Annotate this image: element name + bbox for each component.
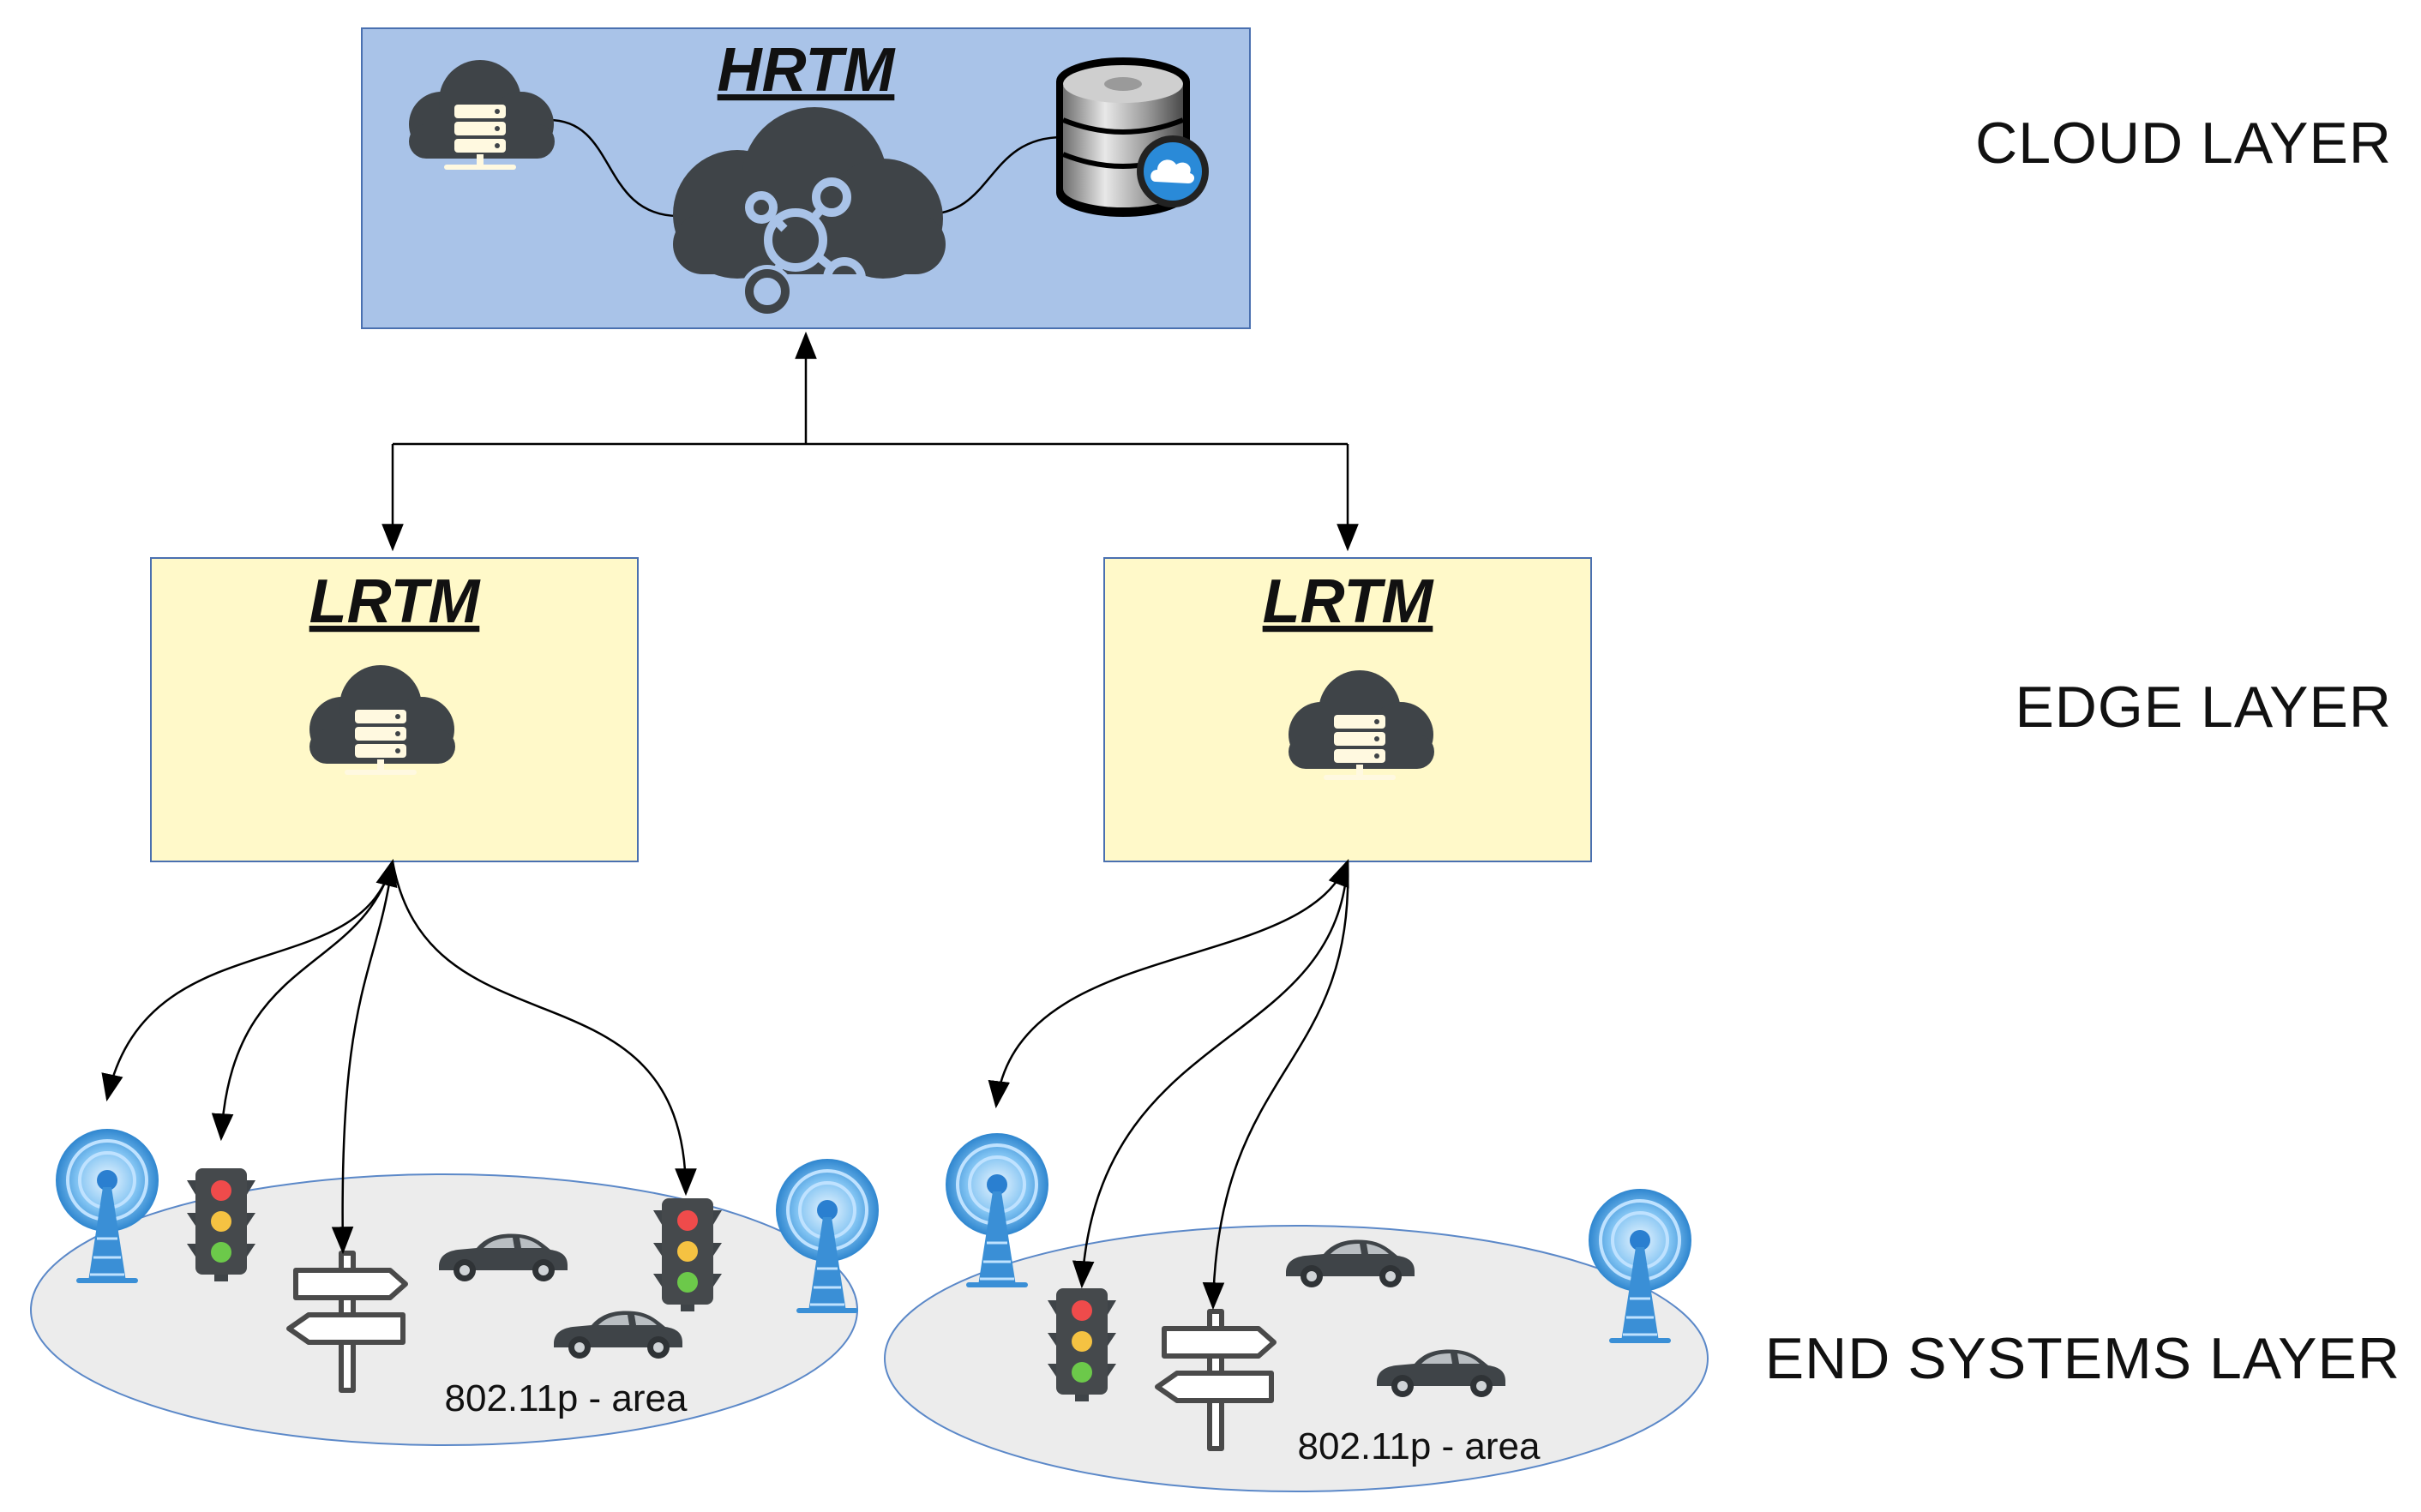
end-systems-layer-label: END SYSTEMS LAYER (1765, 1326, 2400, 1391)
right-edge-connectors (988, 859, 1349, 1311)
lrtm-box-right: LRTM (1103, 557, 1592, 862)
cloud-database-icon (1056, 57, 1209, 217)
cloud-layer-label: CLOUD LAYER (1975, 111, 2392, 176)
hrtm-link-right (925, 135, 1064, 216)
hrtm-box: HRTM (361, 27, 1251, 329)
traffic-light-icon (187, 1168, 255, 1281)
end-area-right: 802.11p - area (884, 1131, 1709, 1492)
link-right-traffic (1072, 861, 1349, 1289)
link-right-signpost (1202, 861, 1349, 1311)
edge-layer-label: EDGE LAYER (2015, 675, 2392, 740)
area-label-left: 802.11p - area (445, 1377, 688, 1419)
hrtm-title: HRTM (718, 36, 897, 105)
end-area-left: 802.11p - area (30, 1127, 880, 1446)
traffic-light-icon (653, 1198, 722, 1311)
area-label-right: 802.11p - area (1298, 1425, 1541, 1467)
link-right-antenna (988, 859, 1349, 1109)
link-left-traffic (211, 861, 394, 1142)
hrtm-link-left (548, 118, 678, 218)
link-left-antenna (101, 858, 398, 1102)
link-left-signpost (331, 861, 394, 1255)
network-cloud-icon (673, 107, 946, 318)
left-edge-connectors (101, 858, 697, 1255)
hrtm-lrtm-connectors (381, 331, 1359, 552)
link-left-traffic-2 (391, 861, 697, 1197)
traffic-light-icon (1048, 1288, 1116, 1401)
lrtm-title-left: LRTM (309, 567, 482, 636)
lrtm-title-right: LRTM (1263, 567, 1435, 636)
lrtm-box-left: LRTM (150, 557, 639, 862)
